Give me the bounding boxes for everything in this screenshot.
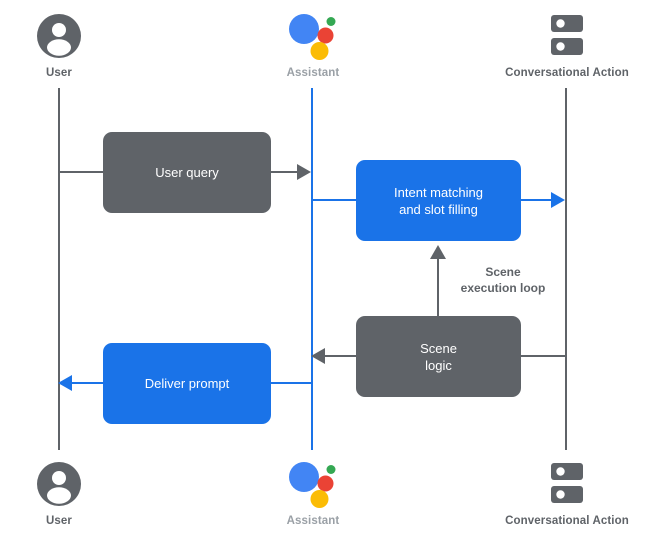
actor-user-top: User: [0, 10, 159, 79]
node-scene-logic-label: Scene logic: [420, 340, 457, 374]
actor-label-assistant-bottom: Assistant: [286, 515, 340, 527]
google-assistant-icon: [213, 10, 413, 62]
actor-label-user-top: User: [46, 67, 72, 79]
node-intent-matching-label: Intent matching and slot filling: [394, 184, 483, 218]
actor-label-user-bottom: User: [46, 515, 72, 527]
connector-assistant-to-intent: [311, 199, 358, 201]
label-scene-execution-loop-line1: Scene: [485, 265, 521, 279]
google-assistant-icon: [213, 458, 413, 510]
connector-conversational-action-to-scene-logic: [521, 355, 566, 357]
actor-conversational-action-bottom: Conversational Action: [467, 458, 659, 527]
connector-deliver-prompt-to-user: [72, 382, 105, 384]
node-user-query-label: User query: [155, 165, 219, 180]
actor-label-assistant-top: Assistant: [286, 67, 340, 79]
node-deliver-prompt: Deliver prompt: [103, 343, 271, 424]
node-intent-matching-line1: Intent matching: [394, 184, 483, 200]
connector-scene-logic-to-intent: [437, 258, 439, 316]
connector-user-to-userquery: [58, 171, 105, 173]
user-avatar-icon: [0, 10, 159, 62]
label-scene-execution-loop: Scene execution loop: [443, 264, 563, 296]
node-scene-logic: Scene logic: [356, 316, 521, 397]
actor-label-conversational-action-bottom: Conversational Action: [505, 515, 629, 527]
actor-conversational-action-top: Conversational Action: [467, 10, 659, 79]
connector-userquery-to-assistant: [271, 171, 298, 173]
arrowhead-userquery-to-assistant: [297, 164, 311, 180]
actor-assistant-bottom: Assistant: [213, 458, 413, 527]
label-scene-execution-loop-line2: execution loop: [460, 281, 546, 295]
arrowhead-deliver-prompt-to-user: [58, 375, 72, 391]
connector-scene-logic-to-assistant: [325, 355, 356, 357]
arrowhead-scene-logic-to-intent: [430, 245, 446, 259]
connector-intent-to-conversational-action: [521, 199, 552, 201]
lifeline-assistant: [311, 88, 313, 450]
arrowhead-scene-logic-to-assistant: [311, 348, 325, 364]
actor-label-conversational-action-top: Conversational Action: [505, 67, 629, 79]
lifeline-conversational-action: [565, 88, 567, 450]
server-icon: [467, 458, 659, 510]
server-icon: [467, 10, 659, 62]
lifeline-user: [58, 88, 60, 450]
node-intent-matching: Intent matching and slot filling: [356, 160, 521, 241]
node-scene-logic-line2: logic: [425, 357, 452, 373]
connector-assistant-to-deliver-prompt: [265, 382, 313, 384]
actor-user-bottom: User: [0, 458, 159, 527]
node-intent-matching-line2: and slot filling: [399, 201, 478, 217]
arrowhead-intent-to-conversational-action: [551, 192, 565, 208]
user-avatar-icon: [0, 458, 159, 510]
actor-assistant-top: Assistant: [213, 10, 413, 79]
node-user-query: User query: [103, 132, 271, 213]
node-deliver-prompt-label: Deliver prompt: [144, 376, 230, 391]
node-scene-logic-line1: Scene: [420, 340, 457, 356]
